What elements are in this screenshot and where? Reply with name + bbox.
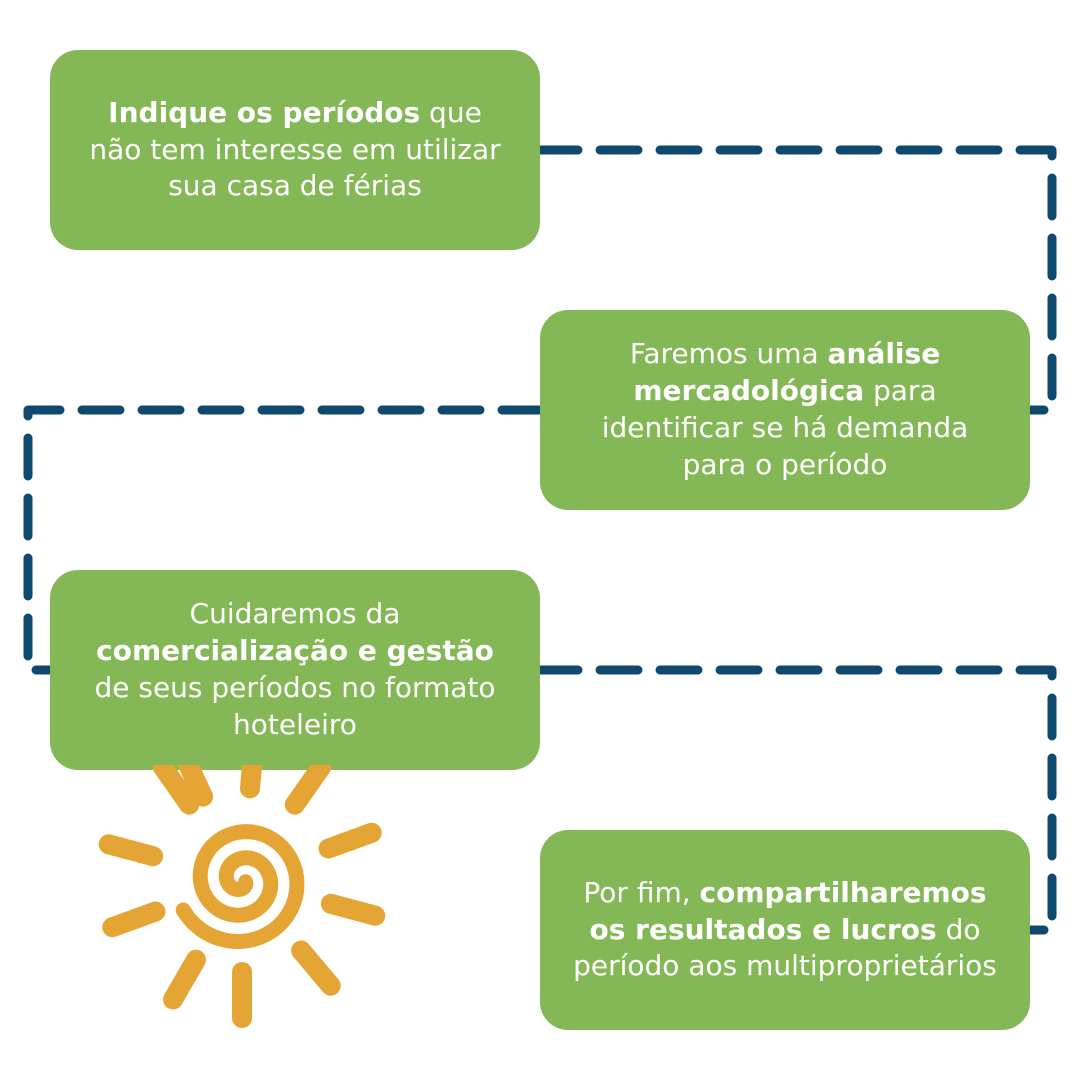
- connector-step1-to-step2: [535, 145, 1057, 415]
- step-box-3: Cuidaremos da comercialização e gestão d…: [50, 570, 540, 770]
- step-1-part-2: que não tem interesse em utilizar sua ca…: [89, 95, 501, 203]
- sun-ray: [98, 834, 164, 867]
- step-4-part-2: compartilharemos os resultados e lucros: [589, 875, 987, 946]
- step-box-1: Indique os períodos que não tem interess…: [50, 50, 540, 250]
- step-box-2: Faremos uma análise mercadológica para i…: [540, 310, 1030, 510]
- sun-ray: [152, 765, 200, 815]
- step-box-4: Por fim, compartilharemos os resultados …: [540, 830, 1030, 1030]
- step-text-3: Cuidaremos da comercialização e gestão d…: [80, 596, 510, 744]
- step-1-part-1: Indique os períodos: [108, 95, 421, 129]
- step-3-part-1: Cuidaremos da: [189, 597, 401, 631]
- step-3-part-2: comercialização e gestão: [96, 634, 494, 668]
- sun-spiral: [175, 824, 305, 949]
- sun-ray: [163, 949, 206, 1010]
- step-2-part-3: para identificar se há demanda para o pe…: [601, 374, 969, 481]
- step-4-part-1: Por fim,: [583, 875, 700, 909]
- step-3-part-3: de seus períodos no formato hoteleiro: [94, 671, 496, 741]
- step-2-part-2: análise mercadológica: [633, 337, 941, 408]
- step-4-part-3: do período aos multiproprietários: [573, 912, 997, 983]
- sun-ray: [240, 765, 263, 799]
- sun-ray: [284, 765, 332, 815]
- sun-ray: [177, 765, 214, 807]
- sun-spiral-icon: [98, 765, 386, 1028]
- connector-step3-to-step4: [535, 665, 1057, 935]
- sun-ray: [291, 940, 341, 996]
- sun-ray: [102, 901, 166, 938]
- step-text-4: Por fim, compartilharemos os resultados …: [570, 875, 1000, 986]
- connector-step2-to-step3: [23, 405, 545, 675]
- sun-ray: [320, 893, 386, 926]
- sun-ray: [318, 822, 382, 859]
- step-text-1: Indique os períodos que não tem interess…: [80, 95, 510, 206]
- step-text-2: Faremos uma análise mercadológica para i…: [570, 336, 1000, 484]
- sun-rays: [98, 765, 386, 1028]
- step-2-part-1: Faremos uma: [629, 337, 828, 371]
